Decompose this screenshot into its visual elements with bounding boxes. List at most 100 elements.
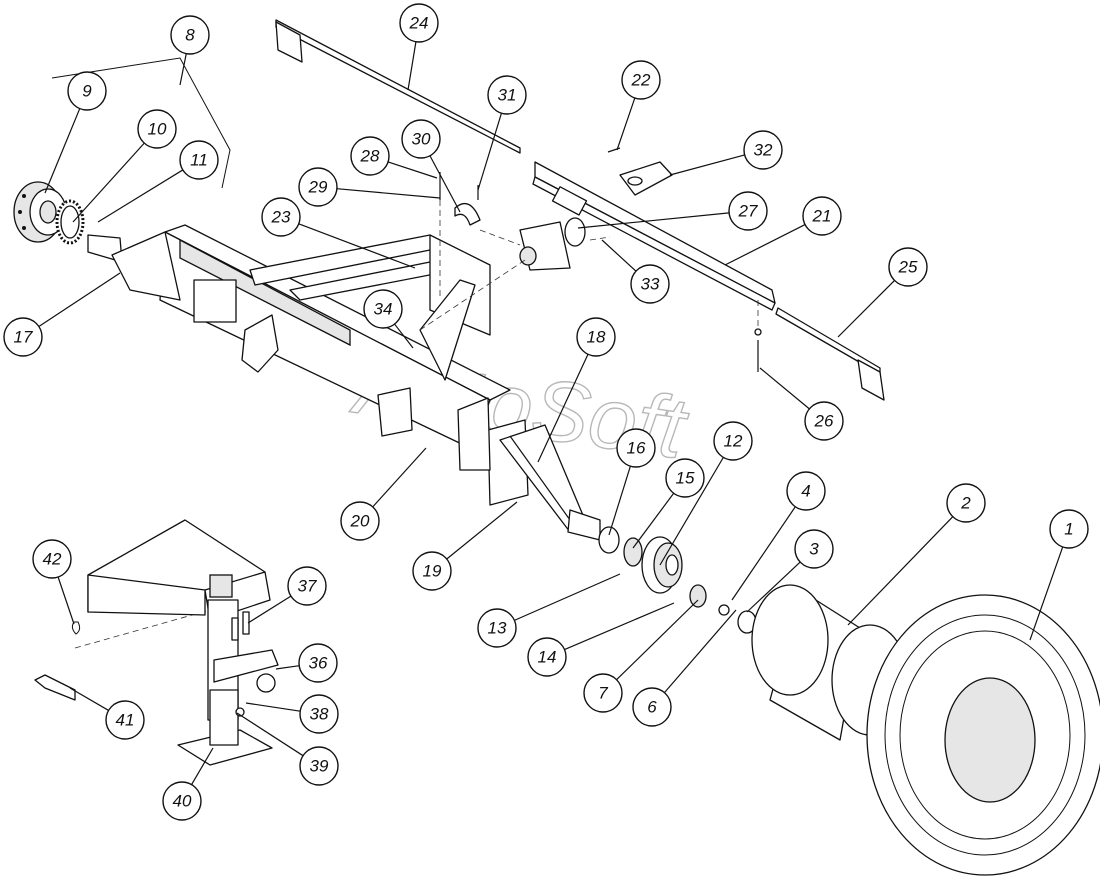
callout-42: 42 <box>32 539 72 579</box>
callout-circle <box>3 317 43 357</box>
callout-number: 27 <box>738 202 758 221</box>
clip-42 <box>71 621 81 635</box>
callout-20: 20 <box>340 501 380 541</box>
callout-circle <box>888 247 928 287</box>
leader-line-24 <box>407 41 417 91</box>
callout-8: 8 <box>170 15 210 55</box>
callout-circle <box>340 501 380 541</box>
leader-line-3 <box>746 561 801 613</box>
leader-line-10 <box>72 142 145 223</box>
bearing-7 <box>689 584 707 608</box>
callout-number: 42 <box>43 550 62 569</box>
callout-26: 26 <box>804 401 844 441</box>
callout-38: 38 <box>299 694 339 734</box>
callout-24: 24 <box>399 3 439 43</box>
callout-number: 3 <box>809 540 819 559</box>
callout-number: 23 <box>271 208 291 227</box>
tube-21 <box>532 161 776 311</box>
callout-9: 9 <box>67 71 107 111</box>
callout-circle <box>713 421 753 461</box>
callout-number: 40 <box>173 792 192 811</box>
leader-line-26 <box>759 367 810 410</box>
callout-circle <box>527 637 567 677</box>
callout-15: 15 <box>665 458 705 498</box>
callout-12: 12 <box>713 421 753 461</box>
callout-11: 11 <box>179 140 219 180</box>
callout-23: 23 <box>261 197 301 237</box>
leader-line-14 <box>564 602 675 651</box>
callout-circle <box>630 264 670 304</box>
bar-24 <box>275 19 521 154</box>
callout-circle <box>632 687 672 727</box>
callout-circle <box>350 136 390 176</box>
leader-line-31 <box>477 112 503 191</box>
callout-28: 28 <box>350 136 390 176</box>
spindle-arm-18 <box>457 397 601 541</box>
hub-12 <box>641 536 683 594</box>
callout-circle <box>804 401 844 441</box>
callout-18: 18 <box>576 317 616 357</box>
callout-16: 16 <box>616 428 656 468</box>
callout-circle <box>298 643 338 683</box>
leader-line-9 <box>44 108 81 194</box>
callout-circle <box>162 781 202 821</box>
leader-line-38 <box>245 702 301 712</box>
callout-number: 33 <box>641 275 660 294</box>
leader-line-34 <box>394 323 414 349</box>
callout-circle <box>299 746 339 786</box>
leader-line-11 <box>97 169 184 223</box>
callout-number: 22 <box>631 71 651 90</box>
callout-number: 31 <box>498 86 517 105</box>
leader-line-25 <box>837 280 895 338</box>
callout-4: 4 <box>786 471 826 511</box>
callout-34: 34 <box>363 289 403 329</box>
callout-circle <box>946 483 986 523</box>
callout-number: 2 <box>960 494 971 513</box>
callout-32: 32 <box>743 130 783 170</box>
leader-line-30 <box>429 155 461 213</box>
callout-13: 13 <box>477 608 517 648</box>
leader-line-8 <box>179 53 187 86</box>
callout-number: 4 <box>801 482 810 501</box>
callout-number: 12 <box>724 432 743 451</box>
callout-number: 1 <box>1064 520 1073 539</box>
leader-line-40 <box>191 747 214 785</box>
leader-line-41 <box>69 687 109 711</box>
callout-circle <box>298 167 338 207</box>
callout-22: 22 <box>621 60 661 100</box>
callout-7: 7 <box>583 673 623 713</box>
callout-number: 17 <box>14 328 33 347</box>
callout-circle <box>743 130 783 170</box>
callout-21: 21 <box>802 196 842 236</box>
callout-31: 31 <box>487 75 527 115</box>
washer-16 <box>598 526 620 554</box>
bolts-37 <box>231 611 250 641</box>
tire-1 <box>866 594 1100 876</box>
callout-number: 32 <box>754 141 773 160</box>
bracket-line-8 <box>51 57 231 189</box>
callout-circle <box>1049 509 1089 549</box>
callout-number: 14 <box>538 648 557 667</box>
leader-line-19 <box>446 501 518 560</box>
callout-number: 24 <box>409 14 429 33</box>
leader-line-33 <box>601 239 637 272</box>
leader-line-37 <box>247 595 292 624</box>
leader-line-15 <box>632 492 675 549</box>
callout-36: 36 <box>298 643 338 683</box>
callout-41: 41 <box>105 700 145 740</box>
callout-39: 39 <box>299 746 339 786</box>
sprocket-10 <box>55 199 85 245</box>
callout-number: 36 <box>309 654 328 673</box>
callout-circle <box>802 196 842 236</box>
callout-19: 19 <box>412 551 452 591</box>
clamp-30 <box>454 202 481 226</box>
callout-number: 34 <box>374 300 393 319</box>
callout-circle <box>401 119 441 159</box>
callout-number: 16 <box>627 439 646 458</box>
bolt-22 <box>607 147 621 153</box>
callout-17: 17 <box>3 317 43 357</box>
callout-3: 3 <box>794 529 834 569</box>
callout-33: 33 <box>630 264 670 304</box>
callout-number: 13 <box>488 619 507 638</box>
